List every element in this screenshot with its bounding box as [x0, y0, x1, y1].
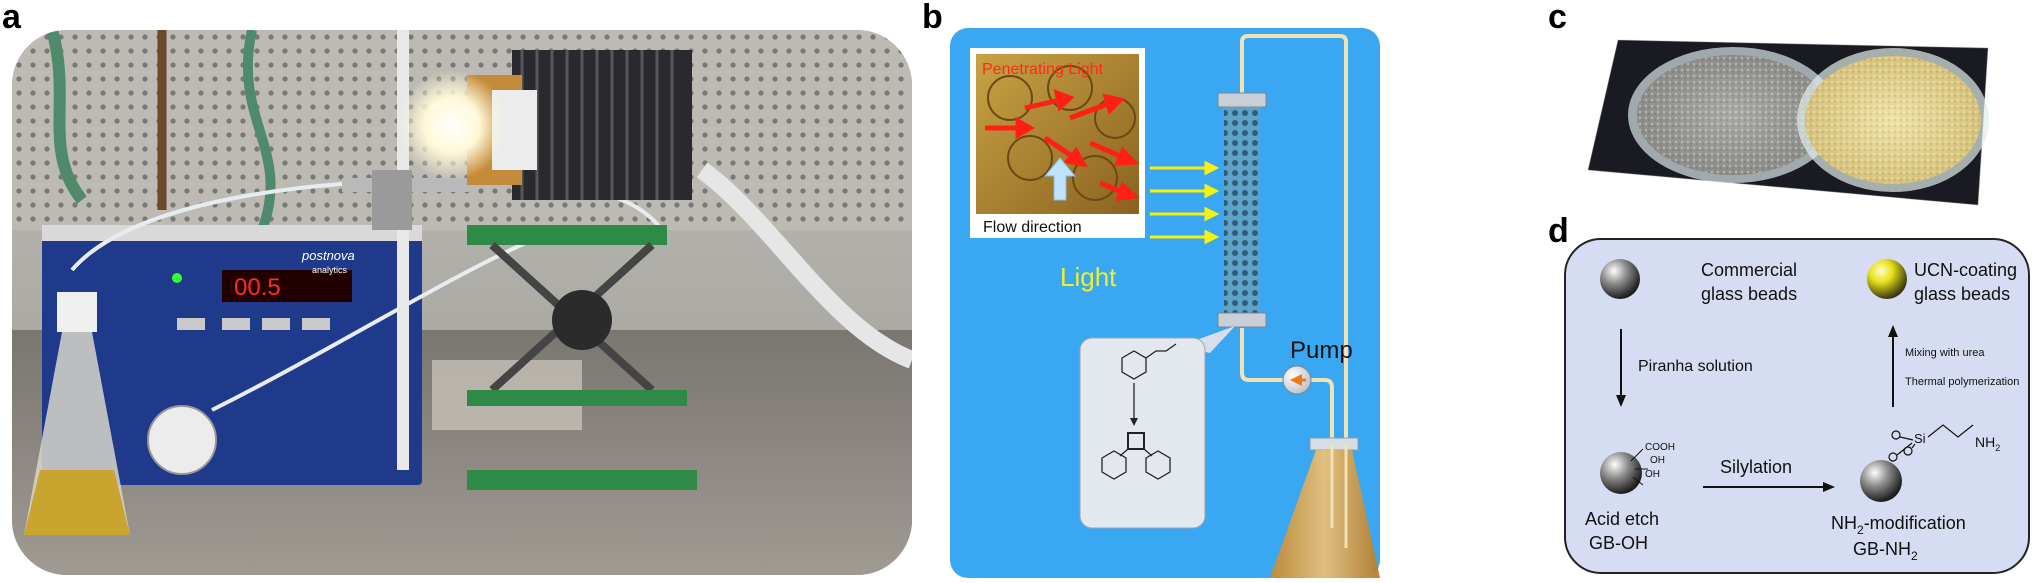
- cooh-label: COOH: [1645, 442, 1675, 453]
- lab-jack: [467, 225, 697, 490]
- panel-d-background: [1564, 238, 2030, 574]
- panel-label-b: b: [922, 0, 943, 36]
- nh2-modification-label: NH2-modification: [1831, 513, 1966, 537]
- mixing-label: Mixing with urea: [1905, 347, 1985, 359]
- panel-label-c: c: [1548, 0, 1567, 36]
- pump-display-value: 00.5: [234, 274, 281, 301]
- oh-label-1: OH: [1650, 455, 1665, 466]
- brand-logo-bottom: analytics: [312, 265, 348, 275]
- packed-bed-reactor: [1217, 92, 1267, 328]
- gb-nh2-label: GB-NH2: [1853, 539, 1918, 563]
- thermal-label: Thermal polymerization: [1905, 376, 2019, 388]
- light-arrows: [1150, 160, 1220, 245]
- led-lamp-heat-sink: [397, 50, 692, 200]
- gb-sub: 2: [1911, 549, 1918, 563]
- petri-dish-plain-beads: [1628, 47, 1838, 183]
- inset-title: Penetrating Light: [982, 61, 1104, 78]
- amine-nh: NH: [1975, 434, 1995, 450]
- oh-label-2: OH: [1645, 469, 1660, 480]
- panel-label-a: a: [2, 0, 21, 36]
- acid-etched-bead: [1600, 452, 1642, 494]
- panel-a-photo: 00.5 postnova analytics: [12, 30, 912, 575]
- commercial-label-line1: Commercial: [1701, 260, 1797, 280]
- piranha-label: Piranha solution: [1638, 358, 1753, 375]
- amine-label: NH2: [1975, 434, 2000, 453]
- nh2-mod-post: -modification: [1864, 513, 1966, 533]
- nh2-mod-pre: NH: [1831, 513, 1857, 533]
- gb-pre: GB-NH: [1853, 539, 1911, 559]
- si-label: Si: [1914, 431, 1926, 446]
- molecule-callout: [1079, 326, 1235, 529]
- panel-c-photo: [1587, 39, 1989, 206]
- injection-valve: [147, 405, 217, 475]
- ucn-coated-glass-bead: [1867, 259, 1907, 299]
- ucn-label-line1: UCN-coating: [1914, 260, 2017, 280]
- panel-d-scheme: Commercial glass beads UCN-coating glass…: [1564, 238, 2030, 574]
- ucn-label-line2: glass beads: [1914, 284, 2010, 304]
- commercial-label-line2: glass beads: [1701, 284, 1797, 304]
- panel-label-d: d: [1548, 212, 1569, 250]
- postnova-pump-box: 00.5 postnova analytics: [42, 225, 422, 485]
- amine-sub: 2: [1995, 443, 2000, 453]
- collection-flask: [1270, 437, 1380, 578]
- tubing-loop: [1240, 34, 1348, 443]
- brand-logo-top: postnova: [301, 248, 355, 263]
- pump-label: Pump: [1290, 337, 1353, 364]
- nh2-mod-sub: 2: [1857, 523, 1864, 537]
- silylation-label: Silylation: [1720, 457, 1792, 477]
- inset-caption: Flow direction: [983, 219, 1082, 236]
- commercial-glass-bead: [1600, 259, 1640, 299]
- acid-label-line2: GB-OH: [1589, 533, 1648, 553]
- panel-b-schematic: Light Penetrating Light Flow direction P…: [950, 28, 1380, 578]
- light-label: Light: [1060, 262, 1117, 292]
- acid-label-line1: Acid etch: [1585, 509, 1659, 529]
- nh2-modified-bead: [1860, 460, 1902, 502]
- penetrating-light-inset: Penetrating Light Flow direction: [970, 48, 1145, 238]
- erlenmeyer-flask: [24, 292, 130, 535]
- petri-dish-ucn-beads: [1797, 48, 1989, 192]
